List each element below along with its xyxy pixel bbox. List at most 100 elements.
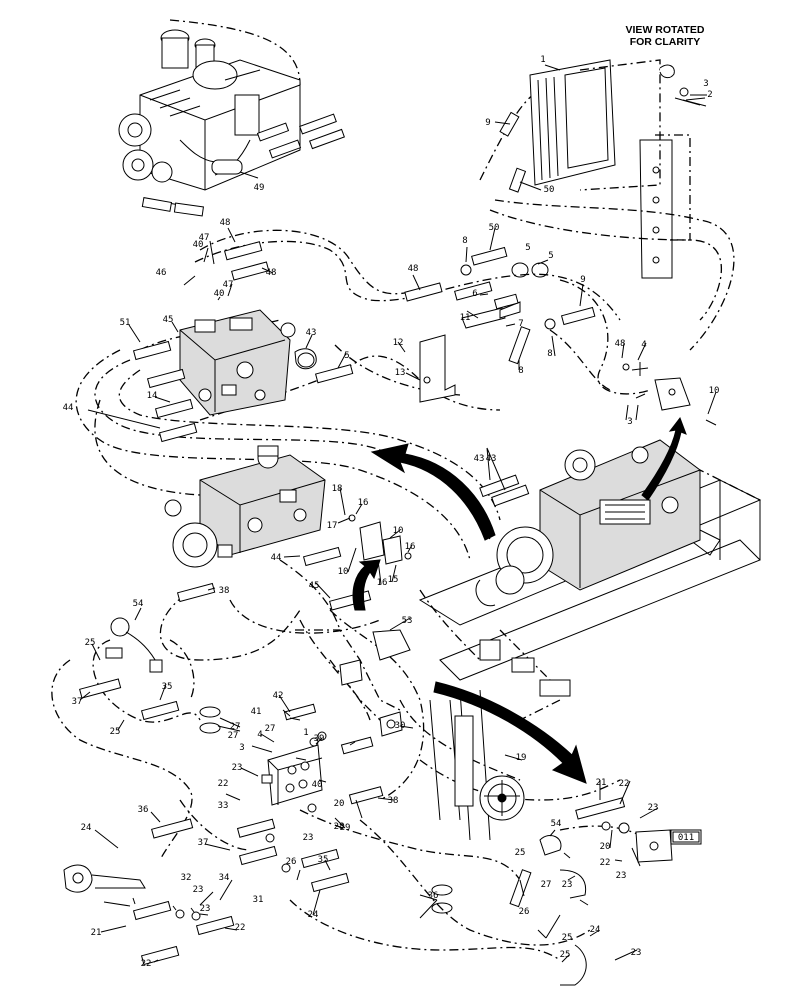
caption-line-1: VIEW ROTATED bbox=[625, 24, 705, 36]
callout-label: 35 bbox=[318, 855, 329, 865]
callout-label: 16 bbox=[405, 542, 416, 552]
reference-tag: 011 bbox=[678, 833, 694, 843]
callout-label: 23 bbox=[648, 803, 659, 813]
callout-label: 26 bbox=[519, 907, 530, 917]
callout-label: 16 bbox=[358, 498, 369, 508]
callout-label: 34 bbox=[219, 873, 230, 883]
callout-label: 7 bbox=[518, 319, 523, 329]
callout-label: 36 bbox=[428, 891, 439, 901]
callout-label: 11 bbox=[460, 313, 471, 323]
callout-label: 21 bbox=[91, 928, 102, 938]
callout-label: 47 bbox=[223, 280, 234, 290]
direction-arrows bbox=[352, 416, 687, 784]
callout-label: 9 bbox=[485, 118, 490, 128]
callout-label: 28 bbox=[334, 822, 345, 832]
callout-label: 25 bbox=[110, 727, 121, 737]
callout-label: 5 bbox=[344, 351, 349, 361]
callout-label: 20 bbox=[334, 799, 345, 809]
callout-label: 10 bbox=[709, 386, 720, 396]
callout-label: 39 bbox=[314, 734, 325, 744]
callout-label: 12 bbox=[393, 338, 404, 348]
callout-label: 3 bbox=[239, 743, 244, 753]
callout-label: 24 bbox=[590, 925, 601, 935]
callout-label: 22 bbox=[235, 923, 246, 933]
callout-label: 43 bbox=[486, 454, 497, 464]
valve-block bbox=[261, 659, 403, 806]
brackets bbox=[359, 301, 691, 863]
callout-label: 5 bbox=[525, 243, 530, 253]
callout-label: 25 bbox=[515, 848, 526, 858]
callout-label: 24 bbox=[308, 910, 319, 920]
callout-label: 25 bbox=[560, 950, 571, 960]
callout-label: 23 bbox=[232, 763, 243, 773]
callout-label: 8 bbox=[547, 349, 552, 359]
callout-label: 29 bbox=[340, 823, 351, 833]
callout-label: 1 bbox=[540, 55, 545, 65]
callout-label: 23 bbox=[562, 880, 573, 890]
engine-main bbox=[475, 439, 701, 607]
callout-label: 45 bbox=[309, 581, 320, 591]
callout-label: 50 bbox=[489, 223, 500, 233]
callout-label: 13 bbox=[395, 368, 406, 378]
callout-label: 23 bbox=[200, 904, 211, 914]
callout-label: 17 bbox=[327, 521, 338, 531]
callout-label: 3 bbox=[703, 79, 708, 89]
callout-label: 27 bbox=[228, 731, 239, 741]
callout-label: 54 bbox=[551, 819, 562, 829]
callout-label: 37 bbox=[198, 838, 209, 848]
callout-label: 48 bbox=[266, 268, 277, 278]
callout-label: 50 bbox=[544, 185, 555, 195]
callout-label: 32 bbox=[181, 873, 192, 883]
callout-label: 40 bbox=[214, 289, 225, 299]
hydraulic-pump-upper bbox=[179, 309, 317, 416]
callout-label: 44 bbox=[271, 553, 282, 563]
reference-tag-box: 011 bbox=[670, 829, 702, 845]
callout-label: 27 bbox=[265, 724, 276, 734]
callout-label: 23 bbox=[631, 948, 642, 958]
callout-label: 22 bbox=[600, 858, 611, 868]
callout-label: 14 bbox=[147, 391, 158, 401]
callout-label: 48 bbox=[615, 339, 626, 349]
callout-label: 33 bbox=[218, 801, 229, 811]
callout-label: 35 bbox=[162, 682, 173, 692]
callout-label: 4 bbox=[257, 730, 262, 740]
callout-label: 4 bbox=[641, 340, 646, 350]
callout-label: 18 bbox=[332, 484, 343, 494]
leader-lines bbox=[79, 64, 717, 963]
callout-label: 8 bbox=[462, 236, 467, 246]
callout-label: 24 bbox=[81, 823, 92, 833]
callout-label: 2 bbox=[707, 90, 712, 100]
view-rotated-caption: VIEW ROTATED FOR CLARITY bbox=[606, 24, 724, 48]
callout-label: 47 bbox=[199, 233, 210, 243]
callout-label: 23 bbox=[616, 871, 627, 881]
callout-label: 45 bbox=[163, 315, 174, 325]
callout-label: 27 bbox=[230, 722, 241, 732]
caption-line-2: FOR CLARITY bbox=[629, 36, 701, 48]
callout-label: 43 bbox=[306, 328, 317, 338]
callout-label: 38 bbox=[219, 586, 230, 596]
callout-label: 25 bbox=[85, 638, 96, 648]
callout-label: 16 bbox=[377, 578, 388, 588]
callout-label: 9 bbox=[580, 275, 585, 285]
callout-label: 3 bbox=[627, 417, 632, 427]
clamps-and-fasteners bbox=[63, 99, 717, 986]
callout-label: 54 bbox=[133, 599, 144, 609]
callout-label: 6 bbox=[472, 289, 477, 299]
callout-label: 15 bbox=[388, 575, 399, 585]
callout-label: 22 bbox=[141, 959, 152, 969]
callout-label: 26 bbox=[286, 857, 297, 867]
callout-label: 49 bbox=[254, 183, 265, 193]
callout-label: 20 bbox=[600, 842, 611, 852]
callout-label: 27 bbox=[541, 880, 552, 890]
callout-label: 25 bbox=[562, 933, 573, 943]
callout-label: 10 bbox=[338, 567, 349, 577]
callout-label: 21 bbox=[596, 778, 607, 788]
callout-label: 38 bbox=[388, 796, 399, 806]
callout-label: 48 bbox=[408, 264, 419, 274]
callout-label: 46 bbox=[156, 268, 167, 278]
callout-label: 42 bbox=[273, 691, 284, 701]
callout-label: 23 bbox=[193, 885, 204, 895]
callout-label: 8 bbox=[518, 366, 523, 376]
